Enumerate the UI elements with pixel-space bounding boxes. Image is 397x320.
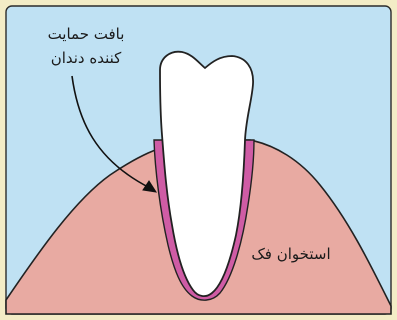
periodontal-tissue-label-line2: کننده دندان	[26, 46, 146, 70]
periodontal-tissue-label: بافت حمایت کننده دندان	[26, 22, 146, 70]
periodontal-tissue-label-line1: بافت حمایت	[26, 22, 146, 46]
jaw-bone-label: استخوان فک	[236, 242, 346, 266]
